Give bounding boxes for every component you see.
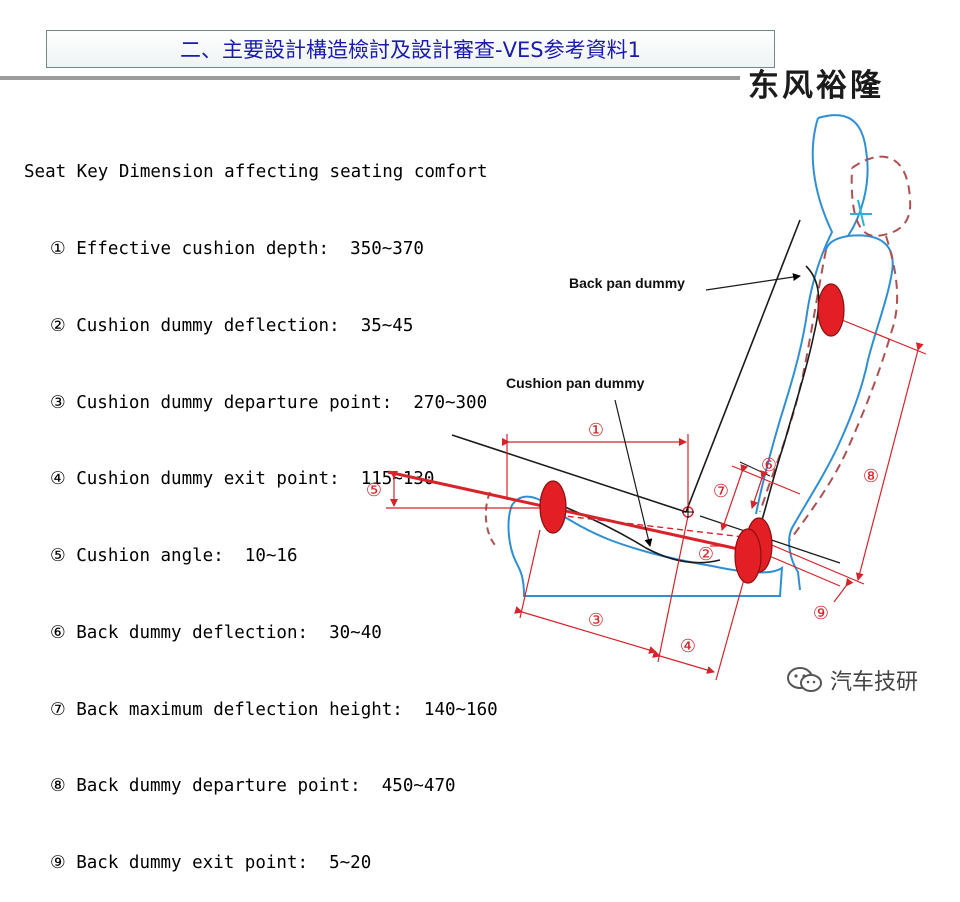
spec-item-8: ⑧ Back dummy departure point: 450~470: [50, 776, 456, 797]
spec-item-3: ③ Cushion dummy departure point: 270~300: [50, 392, 488, 413]
page-title: 二、主要設計構造檢討及設計審查-VES参考資料1: [46, 30, 775, 68]
dimension-lines: [502, 319, 927, 681]
spec-heading: Seat Key Dimension affecting seating com…: [24, 162, 488, 183]
dimension-marker-7: ⑦: [713, 481, 729, 502]
dimension-marker-6: ⑥: [761, 455, 777, 476]
spec-item-4: ④ Cushion dummy exit point: 115~130: [50, 469, 435, 490]
dimension-marker-8: ⑧: [863, 466, 879, 487]
spec-item-6: ⑥ Back dummy deflection: 30~40: [50, 622, 382, 643]
seat-diagram: Back pan dummy Cushion pan dummy ① ② ③ ④…: [366, 114, 927, 681]
head-restraint-outline: [759, 155, 912, 541]
spec-item-5: ⑤ Cushion angle: 10~16: [50, 546, 298, 567]
dimension-marker-9: ⑨: [813, 603, 829, 624]
seat-back-outline: [755, 114, 894, 591]
reference-point: [682, 506, 694, 518]
cushion-angle-line: [386, 470, 753, 554]
watermark-text: 汽车技研: [830, 670, 919, 695]
header-divider: [0, 76, 740, 80]
back-dummy-upper: [817, 283, 845, 337]
cushion-pan-dummy-label: Cushion pan dummy: [506, 375, 645, 391]
wechat-icon: [787, 667, 822, 692]
cushion-pan-callout-arrow: [614, 399, 653, 547]
spec-item-9: ⑨ Back dummy exit point: 5~20: [50, 853, 372, 874]
dimension-marker-3: ③: [588, 610, 604, 631]
cushion-dummy-front: [539, 480, 567, 534]
dimension-marker-4: ④: [680, 636, 696, 657]
dimension-marker-5: ⑤: [366, 480, 382, 501]
spec-item-2: ② Cushion dummy deflection: 35~45: [50, 315, 414, 336]
spec-item-1: ① Effective cushion depth: 350~370: [50, 238, 424, 259]
company-logo: 东风裕隆: [748, 68, 884, 104]
watermark: 汽车技研: [786, 664, 918, 696]
back-pan-callout-arrow: [705, 273, 801, 291]
back-pan-dummy-label: Back pan dummy: [569, 275, 685, 291]
cushion-dummy-rear: [734, 528, 762, 584]
spec-item-7: ⑦ Back maximum deflection height: 140~16…: [50, 699, 498, 720]
dimension-marker-1: ①: [588, 420, 604, 441]
dimension-marker-2: ②: [698, 544, 714, 565]
